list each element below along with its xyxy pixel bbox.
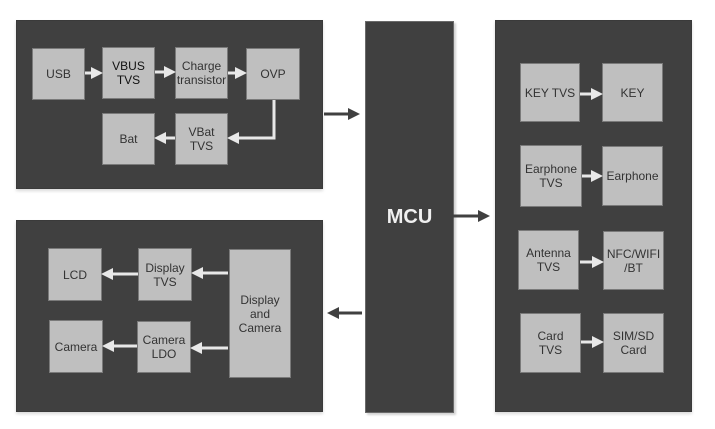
bat-block: Bat: [102, 113, 155, 165]
earphone-block: Earphone: [602, 146, 663, 206]
vbat-tvs-block: VBat TVS: [175, 113, 228, 165]
camera-ldo-block: Camera LDO: [137, 321, 191, 373]
charge-transistor-block: Charge transistor: [175, 47, 228, 99]
block-label: Display TVS: [145, 260, 185, 289]
block-label: Display and Camera: [238, 292, 282, 335]
key-block: KEY: [602, 63, 663, 122]
earphone-tvs-block: Earphone TVS: [520, 145, 582, 207]
card-tvs-block: Card TVS: [520, 313, 581, 373]
sim-sd-card-block: SIM/SD Card: [603, 313, 664, 373]
block-label: KEY: [620, 85, 645, 100]
block-label: Antenna TVS: [526, 246, 571, 274]
usb-block: USB: [32, 48, 85, 100]
block-label: VBUS TVS: [112, 59, 145, 87]
nfc-wifi-bt-block: NFC/WIFI /BT: [603, 231, 664, 290]
block-label: Bat: [119, 132, 138, 146]
power-panel: [16, 20, 323, 189]
antenna-tvs-block: Antenna TVS: [518, 230, 579, 290]
ovp-block: OVP: [246, 48, 300, 100]
lcd-block: LCD: [48, 248, 102, 301]
camera-block: Camera: [49, 320, 103, 373]
display-and-camera-block: Display and Camera: [229, 249, 291, 378]
display-tvs-block: Display TVS: [138, 248, 192, 301]
block-label: SIM/SD Card: [612, 329, 655, 357]
block-label: KEY TVS: [524, 85, 576, 100]
block-label: Earphone TVS: [524, 162, 578, 190]
block-label: OVP: [260, 67, 286, 81]
block-label: Camera LDO: [142, 333, 186, 361]
vbus-tvs-block: VBUS TVS: [102, 47, 155, 99]
block-label: LCD: [62, 267, 87, 282]
key-tvs-block: KEY TVS: [520, 63, 580, 122]
block-label: Camera: [54, 339, 98, 354]
mcu-label: MCU: [386, 205, 433, 228]
block-label: Earphone: [606, 169, 659, 183]
block-label: NFC/WIFI /BT: [606, 246, 661, 275]
block-label: VBat TVS: [188, 125, 215, 153]
mcu-block: MCU: [365, 21, 454, 413]
block-label: Charge transistor: [176, 59, 227, 87]
block-label: USB: [46, 67, 71, 81]
block-label: Card TVS: [537, 329, 564, 357]
